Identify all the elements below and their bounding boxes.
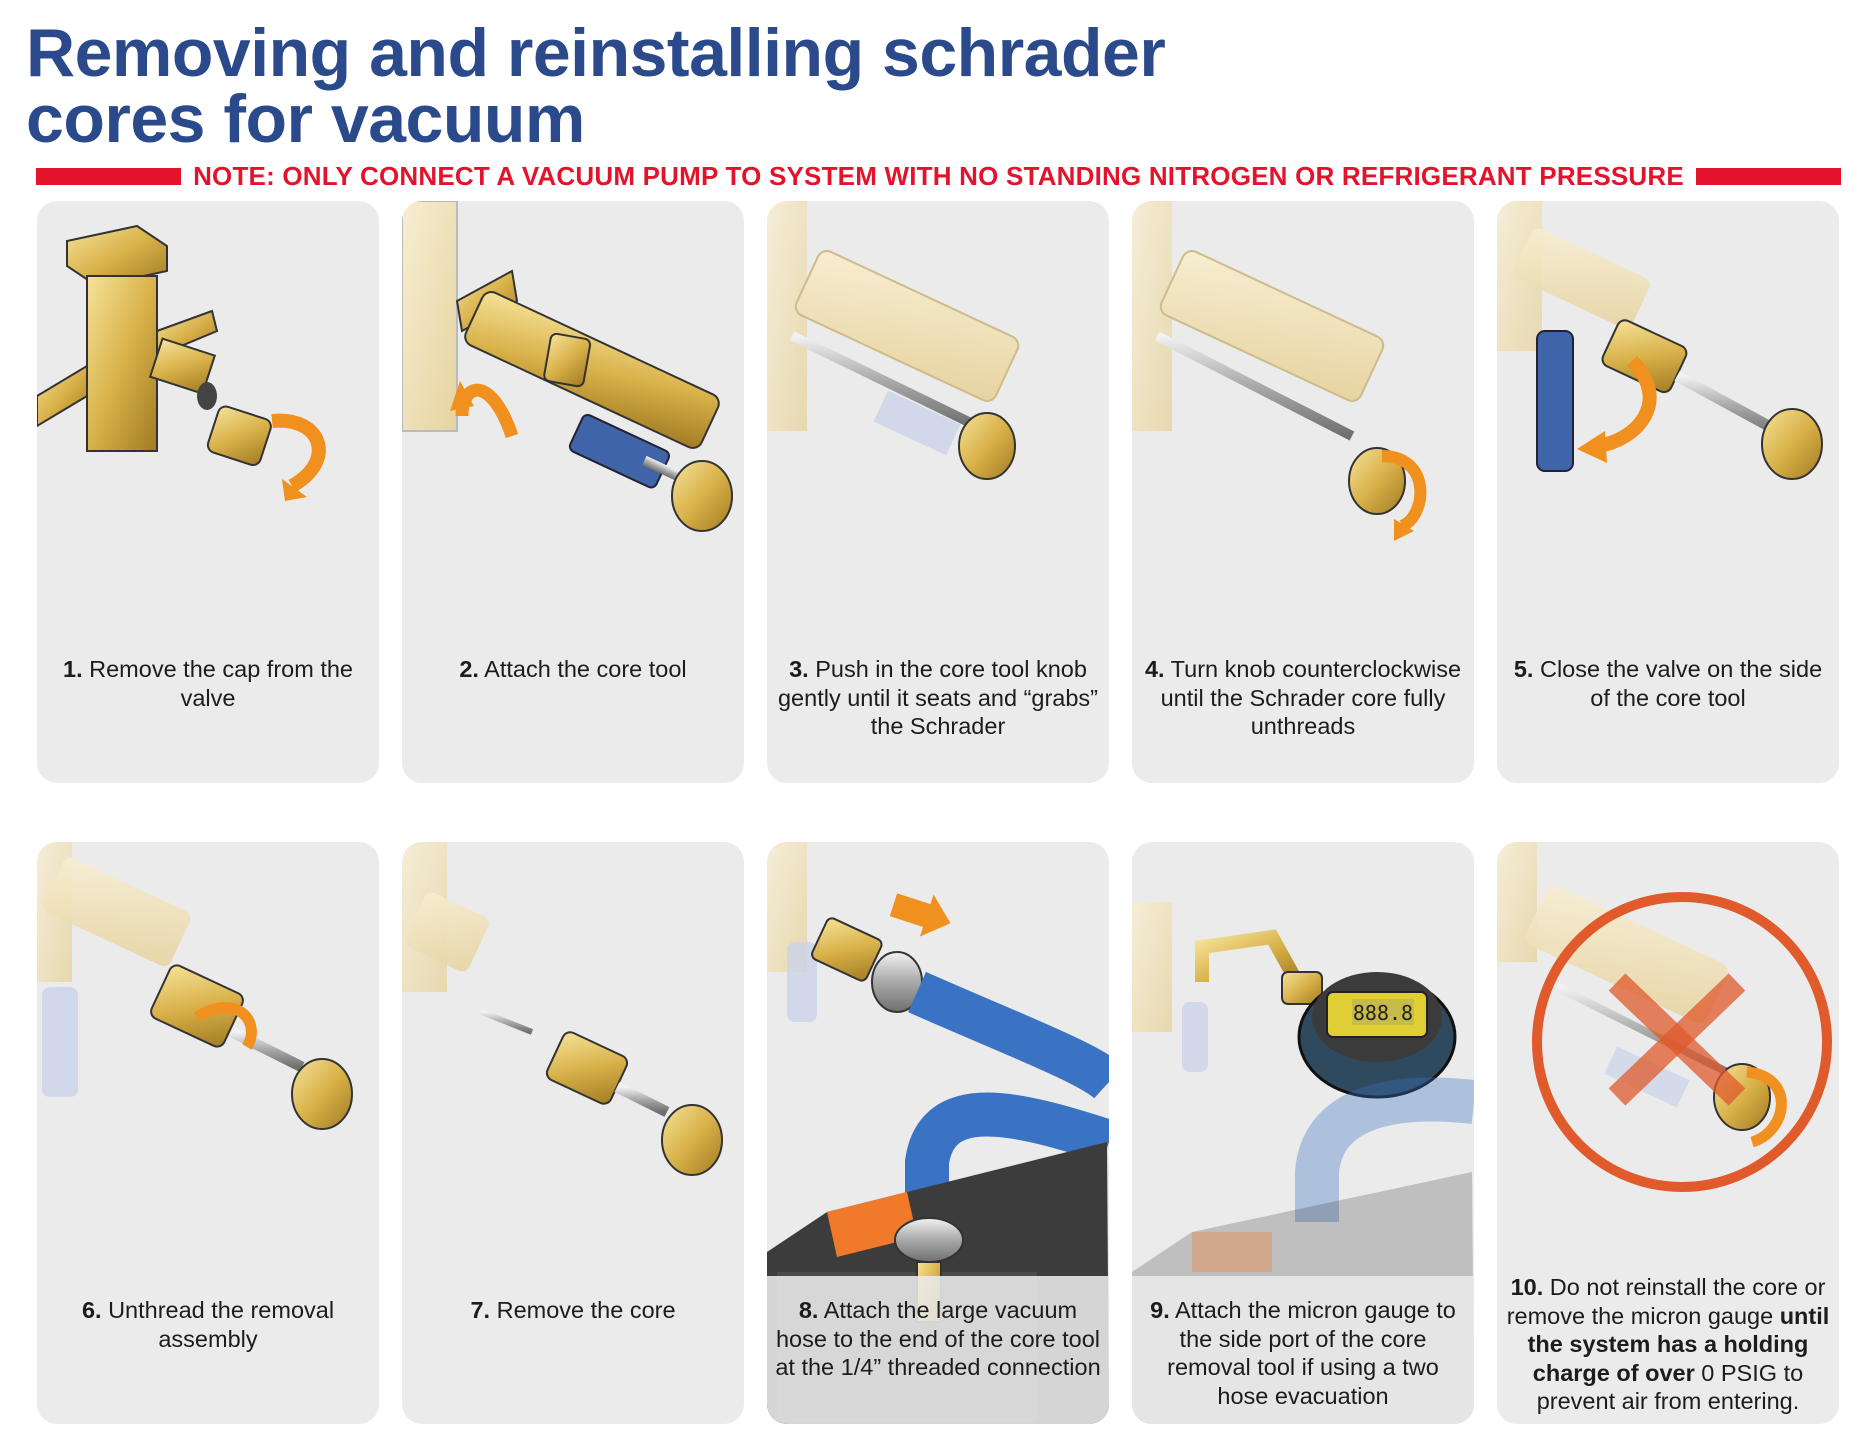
step-caption-7: 7. Remove the core <box>410 1296 736 1325</box>
step-number: 8. <box>798 1297 819 1323</box>
valve-cap-removal-illustration <box>37 224 326 501</box>
step-number: 3. <box>789 656 809 682</box>
step-number: 2. <box>459 656 479 682</box>
note-bar-left <box>36 167 182 185</box>
step-card-3: 3. Push in the core tool knob gently unt… <box>767 201 1109 783</box>
step-text-value: 0 PSIG <box>1701 1359 1778 1386</box>
note-text: NOTE: ONLY CONNECT A VACUUM PUMP TO SYST… <box>193 160 1684 191</box>
step-text: Turn knob counterclockwise until the Sch… <box>1160 656 1462 739</box>
step-card-8: 8. Attach the large vacuum hose to the e… <box>767 842 1109 1424</box>
step-number: 6. <box>81 1297 102 1323</box>
step-caption-3: 3. Push in the core tool knob gently unt… <box>775 655 1101 741</box>
step-card-4: 4. Turn knob counterclockwise until the … <box>1132 201 1474 783</box>
step-caption-10: 10. Do not reinstall the core or remove … <box>1505 1273 1831 1416</box>
step-text: Attach the large vacuum hose to the end … <box>775 1297 1101 1380</box>
step-number: 9. <box>1150 1297 1170 1323</box>
gauge-readout: 888.8 <box>1353 1001 1413 1025</box>
step-card-2: 2. Attach the core tool <box>402 201 744 783</box>
step-text-end: to prevent air from entering. <box>1536 1359 1804 1415</box>
remove-core-illustration <box>402 842 723 1176</box>
step-text: Do not reinstall the core or remove the … <box>1506 1274 1826 1329</box>
note-bar-right <box>1695 167 1842 185</box>
step-caption-9: 9. Attach the micron gauge to the side p… <box>1140 1296 1466 1410</box>
push-knob-illustration <box>767 201 1020 480</box>
step-text: Attach the micron gauge to the side port… <box>1167 1297 1456 1409</box>
step-number: 5. <box>1513 656 1534 682</box>
step-number: 4. <box>1144 656 1165 682</box>
step-number: 1. <box>63 656 83 682</box>
step-text: Remove the cap from the valve <box>89 656 353 711</box>
step-card-10: 10. Do not reinstall the core or remove … <box>1497 842 1839 1424</box>
caption-backdrop <box>767 1276 1109 1424</box>
close-side-valve-illustration <box>1497 201 1823 480</box>
step-text: Push in the core tool knob gently until … <box>777 656 1099 739</box>
forbidden-x-icon <box>1532 892 1832 1192</box>
step-card-6: 6. Unthread the removal assembly <box>37 842 379 1424</box>
warning-note: NOTE: ONLY CONNECT A VACUUM PUMP TO SYST… <box>36 160 1842 191</box>
step-card-7: 7. Remove the core <box>402 842 744 1424</box>
step-text: Attach the core tool <box>484 656 687 682</box>
do-not-reinstall-illustration <box>1497 842 1832 1192</box>
turn-knob-illustration <box>1132 201 1427 541</box>
step-card-9: 888.8 9. Attach the micron gauge to the … <box>1132 842 1474 1424</box>
step-caption-6: 6. Unthread the removal assembly <box>45 1296 371 1353</box>
step-caption-1: 1. Remove the cap from the valve <box>45 655 371 712</box>
step-text: Unthread the removal assembly <box>108 1297 335 1352</box>
step-text-emphasis: until the system has a holding charge of… <box>1527 1302 1830 1386</box>
page-title: Removing and reinstalling schrader cores… <box>26 19 1166 153</box>
step-caption-5: 5. Close the valve on the side of the co… <box>1505 655 1831 712</box>
title-line-2: cores for vacuum <box>26 81 585 157</box>
unthread-assembly-illustration <box>37 842 353 1130</box>
step-caption-2: 2. Attach the core tool <box>410 655 736 684</box>
step-card-1: 1. Remove the cap from the valve <box>37 201 379 783</box>
step-caption-8: 8. Attach the large vacuum hose to the e… <box>775 1296 1101 1382</box>
step-caption-4: 4. Turn knob counterclockwise until the … <box>1140 655 1466 741</box>
gauge-icon: 888.8 <box>1297 972 1457 1099</box>
caption-backdrop <box>1132 1276 1474 1424</box>
step-number: 7. <box>470 1297 491 1323</box>
title-line-1: Removing and reinstalling schrader <box>26 15 1166 91</box>
step-text: Remove the core <box>496 1297 676 1323</box>
step-number: 10. <box>1510 1274 1544 1300</box>
core-tool-attach-illustration <box>402 201 733 532</box>
step-text: Close the valve on the side of the core … <box>1539 656 1823 711</box>
step-card-5: 5. Close the valve on the side of the co… <box>1497 201 1839 783</box>
